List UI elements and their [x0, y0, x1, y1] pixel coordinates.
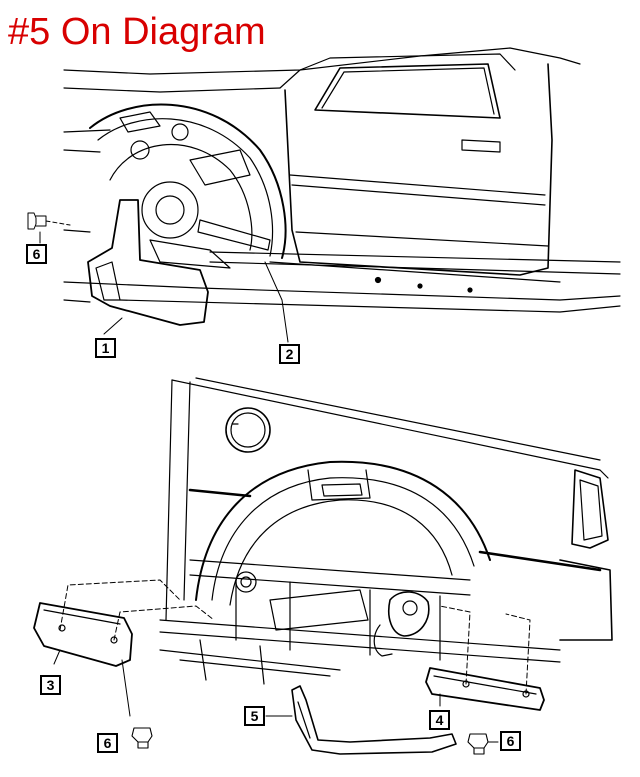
callout-2: 2 — [279, 344, 300, 364]
rear-bed-illustration — [33, 377, 613, 755]
callout-1: 1 — [95, 338, 116, 358]
front-cab-illustration — [27, 47, 621, 343]
callout-5: 5 — [244, 706, 265, 726]
callout-6-top: 6 — [26, 244, 47, 264]
diagram-title: #5 On Diagram — [8, 11, 266, 53]
callout-6-right: 6 — [500, 731, 521, 751]
callout-6-left: 6 — [97, 733, 118, 753]
callout-3: 3 — [40, 675, 61, 695]
callout-4: 4 — [429, 710, 450, 730]
